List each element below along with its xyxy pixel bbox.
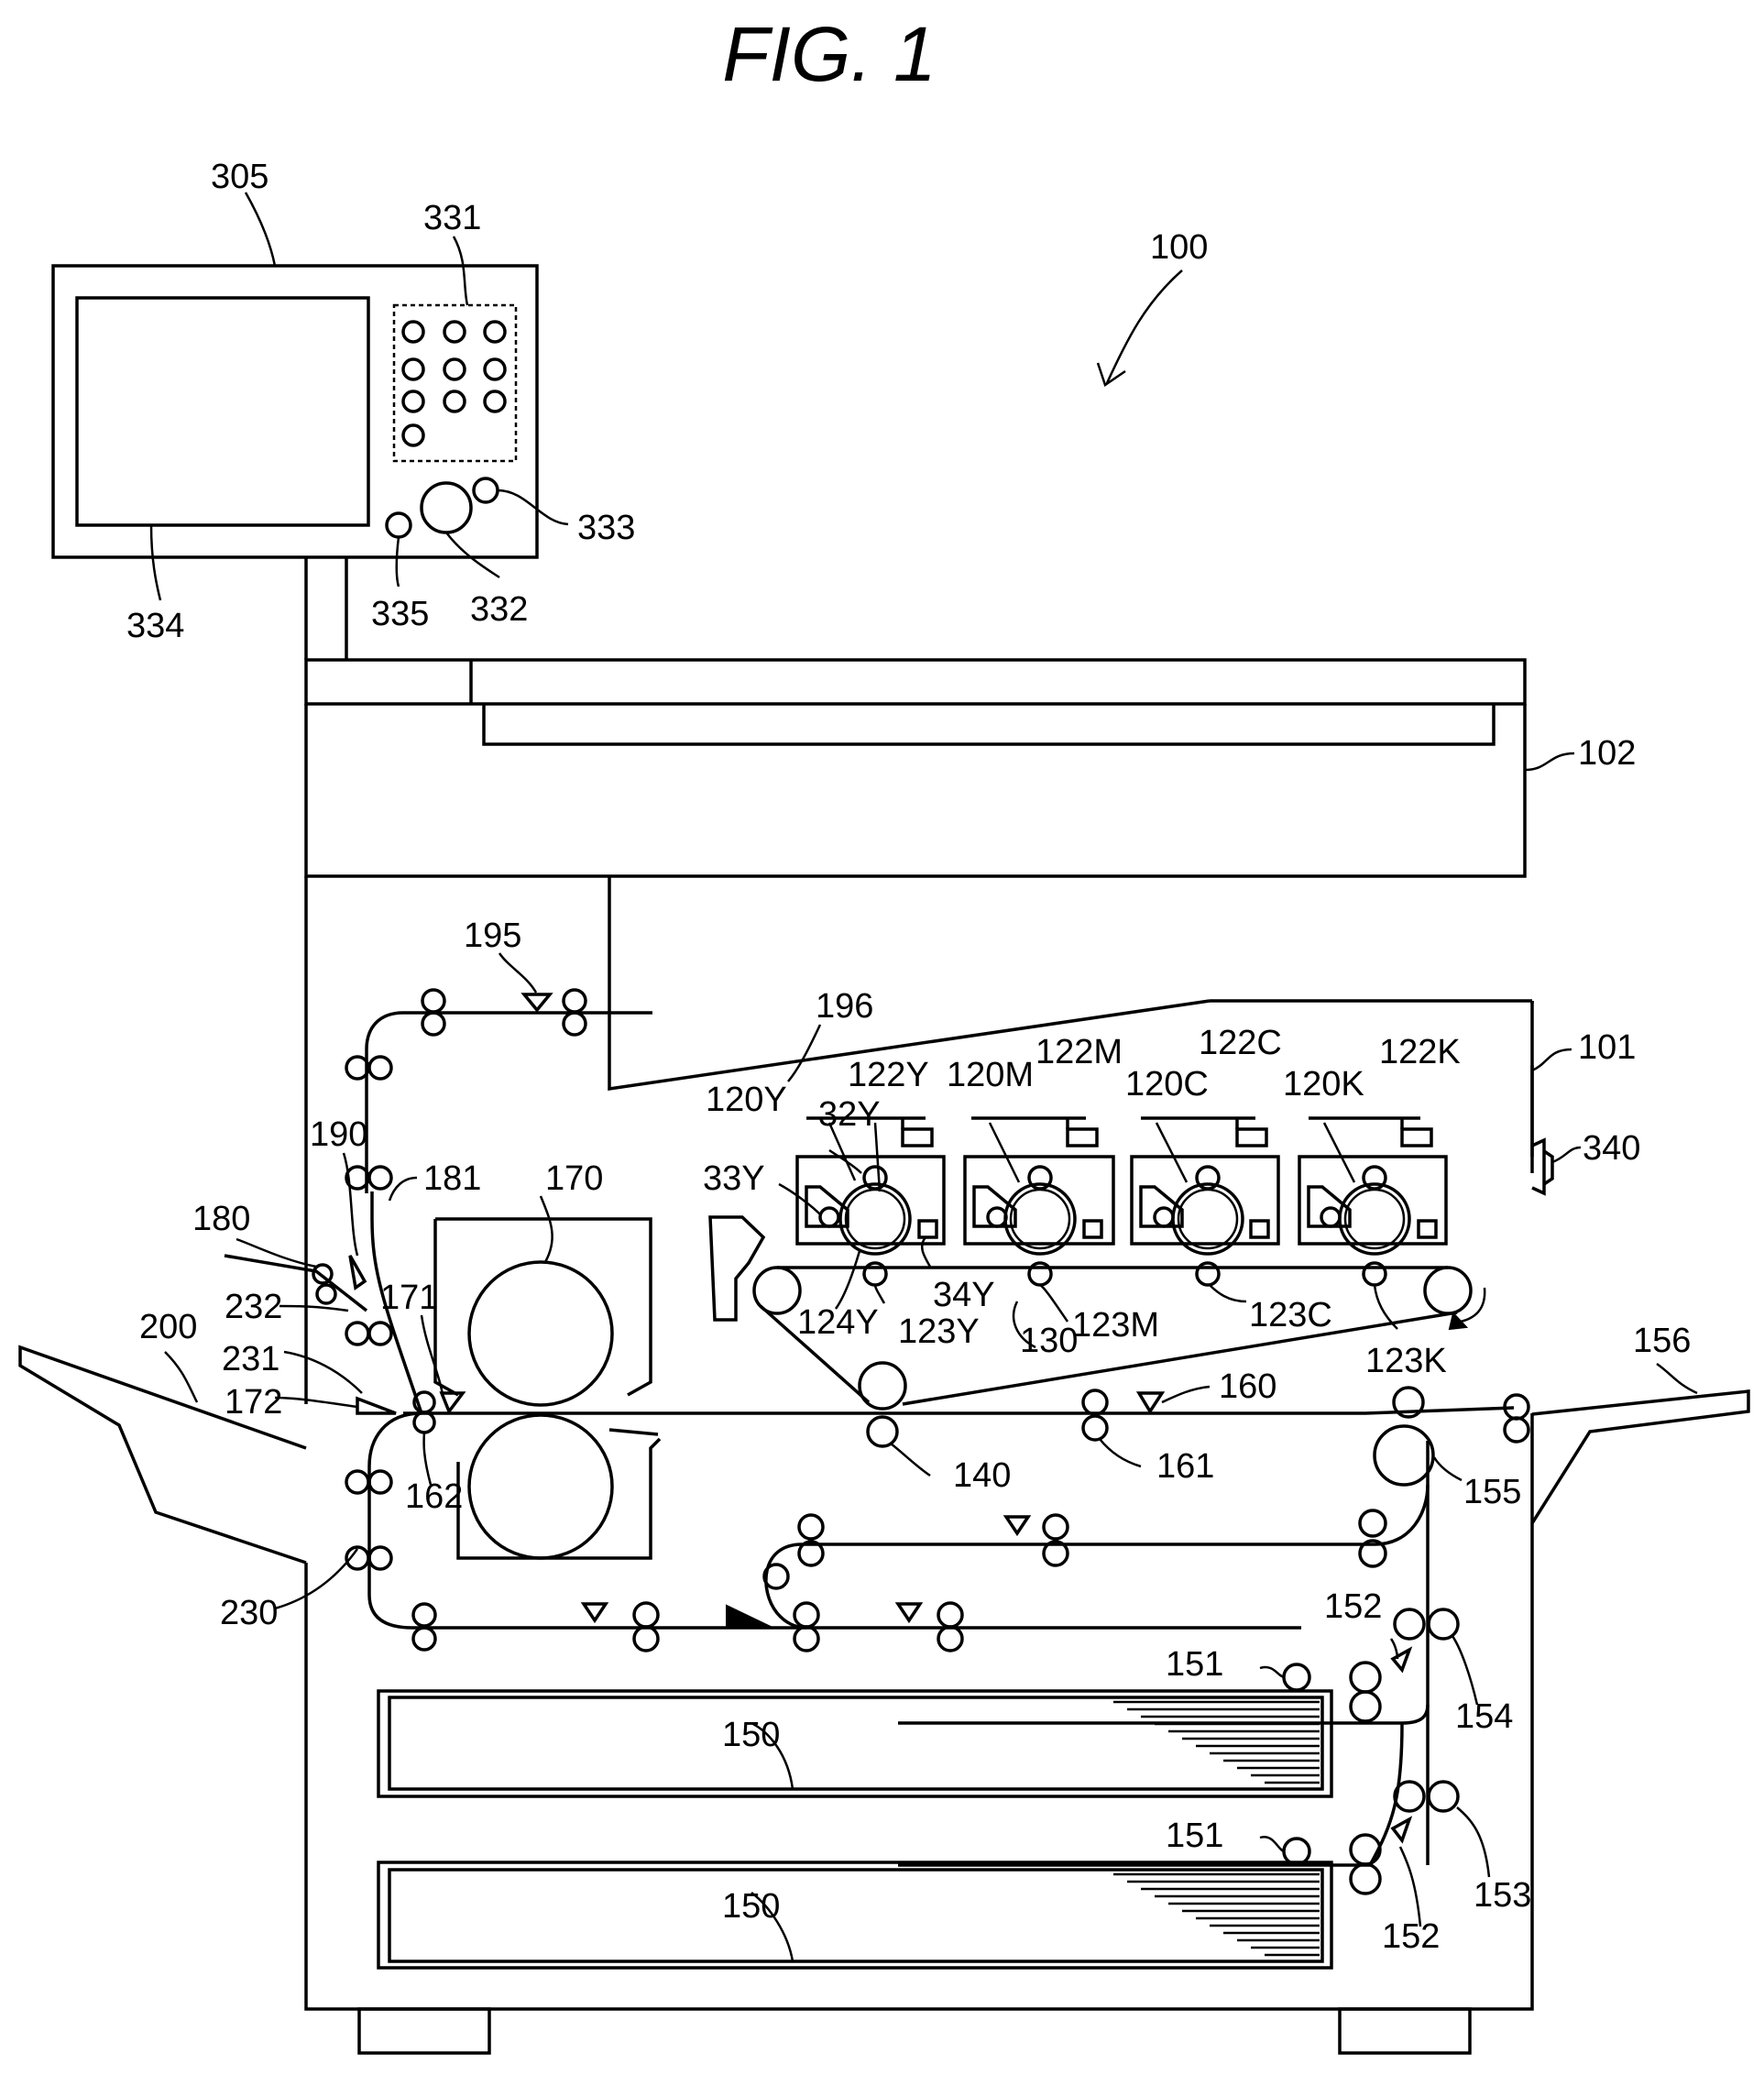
label-150a: 150 <box>722 1716 780 1754</box>
label-156: 156 <box>1633 1322 1691 1360</box>
label-160: 160 <box>1219 1367 1276 1406</box>
label-171: 171 <box>380 1279 438 1317</box>
label-122y: 122Y <box>848 1056 929 1094</box>
label-180: 180 <box>192 1200 250 1238</box>
label-230: 230 <box>220 1594 278 1632</box>
label-232: 232 <box>225 1288 282 1326</box>
key-335 <box>387 513 411 537</box>
display-screen <box>77 298 368 525</box>
label-155: 155 <box>1463 1473 1521 1511</box>
label-195: 195 <box>464 917 521 955</box>
label-331: 331 <box>423 199 481 237</box>
label-123c: 123C <box>1249 1296 1332 1334</box>
label-122c: 122C <box>1199 1024 1282 1062</box>
label-100: 100 <box>1150 228 1208 267</box>
label-196: 196 <box>816 987 873 1026</box>
apparatus-pointer <box>1098 270 1182 385</box>
label-231: 231 <box>222 1340 279 1378</box>
label-190: 190 <box>310 1115 367 1154</box>
label-32y: 32Y <box>818 1095 881 1134</box>
label-120c: 120C <box>1125 1065 1209 1103</box>
label-305: 305 <box>211 158 268 196</box>
cassette-upper <box>378 1691 1331 1796</box>
label-172: 172 <box>225 1383 282 1422</box>
station-m <box>965 1118 1113 1254</box>
label-334: 334 <box>126 607 184 645</box>
label-152b: 152 <box>1382 1917 1440 1956</box>
label-34y: 34Y <box>933 1276 995 1314</box>
label-151a: 151 <box>1166 1645 1223 1684</box>
figure-title: FIG. 1 <box>722 11 936 97</box>
manual-feed-tray <box>1505 1364 1748 1523</box>
label-120y: 120Y <box>706 1081 787 1119</box>
fixing-unit <box>435 1196 660 1558</box>
label-332: 332 <box>470 590 528 629</box>
label-153: 153 <box>1474 1876 1531 1915</box>
station-y <box>797 1118 944 1254</box>
label-154: 154 <box>1455 1697 1513 1736</box>
start-key <box>422 483 471 532</box>
label-120m: 120M <box>947 1056 1034 1094</box>
label-122k: 122K <box>1379 1033 1461 1071</box>
cassette-lower <box>378 1862 1331 1968</box>
label-123y: 123Y <box>898 1312 980 1351</box>
label-340: 340 <box>1583 1129 1640 1168</box>
key-333 <box>474 478 498 502</box>
label-150b: 150 <box>722 1887 780 1926</box>
label-124y: 124Y <box>797 1303 879 1342</box>
label-123m: 123M <box>1072 1306 1159 1345</box>
label-123k: 123K <box>1365 1342 1447 1380</box>
label-152a: 152 <box>1324 1587 1382 1626</box>
discharge-tray <box>20 1347 306 1563</box>
label-333: 333 <box>577 509 635 547</box>
label-130: 130 <box>1020 1322 1078 1360</box>
label-151b: 151 <box>1166 1817 1223 1855</box>
label-200: 200 <box>139 1308 197 1346</box>
station-k <box>1299 1118 1446 1254</box>
label-181: 181 <box>423 1159 481 1198</box>
label-140: 140 <box>953 1456 1011 1495</box>
label-101: 101 <box>1578 1028 1636 1067</box>
label-33y: 33Y <box>703 1159 765 1198</box>
label-170: 170 <box>545 1159 603 1198</box>
scanner-unit <box>306 660 1574 876</box>
label-161: 161 <box>1156 1447 1214 1486</box>
keypad-keys <box>403 322 505 445</box>
label-335: 335 <box>371 595 429 633</box>
label-162: 162 <box>405 1477 463 1516</box>
label-102: 102 <box>1578 734 1636 773</box>
keypad-area <box>394 305 516 461</box>
label-122m: 122M <box>1035 1033 1123 1071</box>
image-forming-stations <box>797 1118 1446 1285</box>
station-c <box>1132 1118 1278 1254</box>
label-120k: 120K <box>1283 1065 1364 1103</box>
